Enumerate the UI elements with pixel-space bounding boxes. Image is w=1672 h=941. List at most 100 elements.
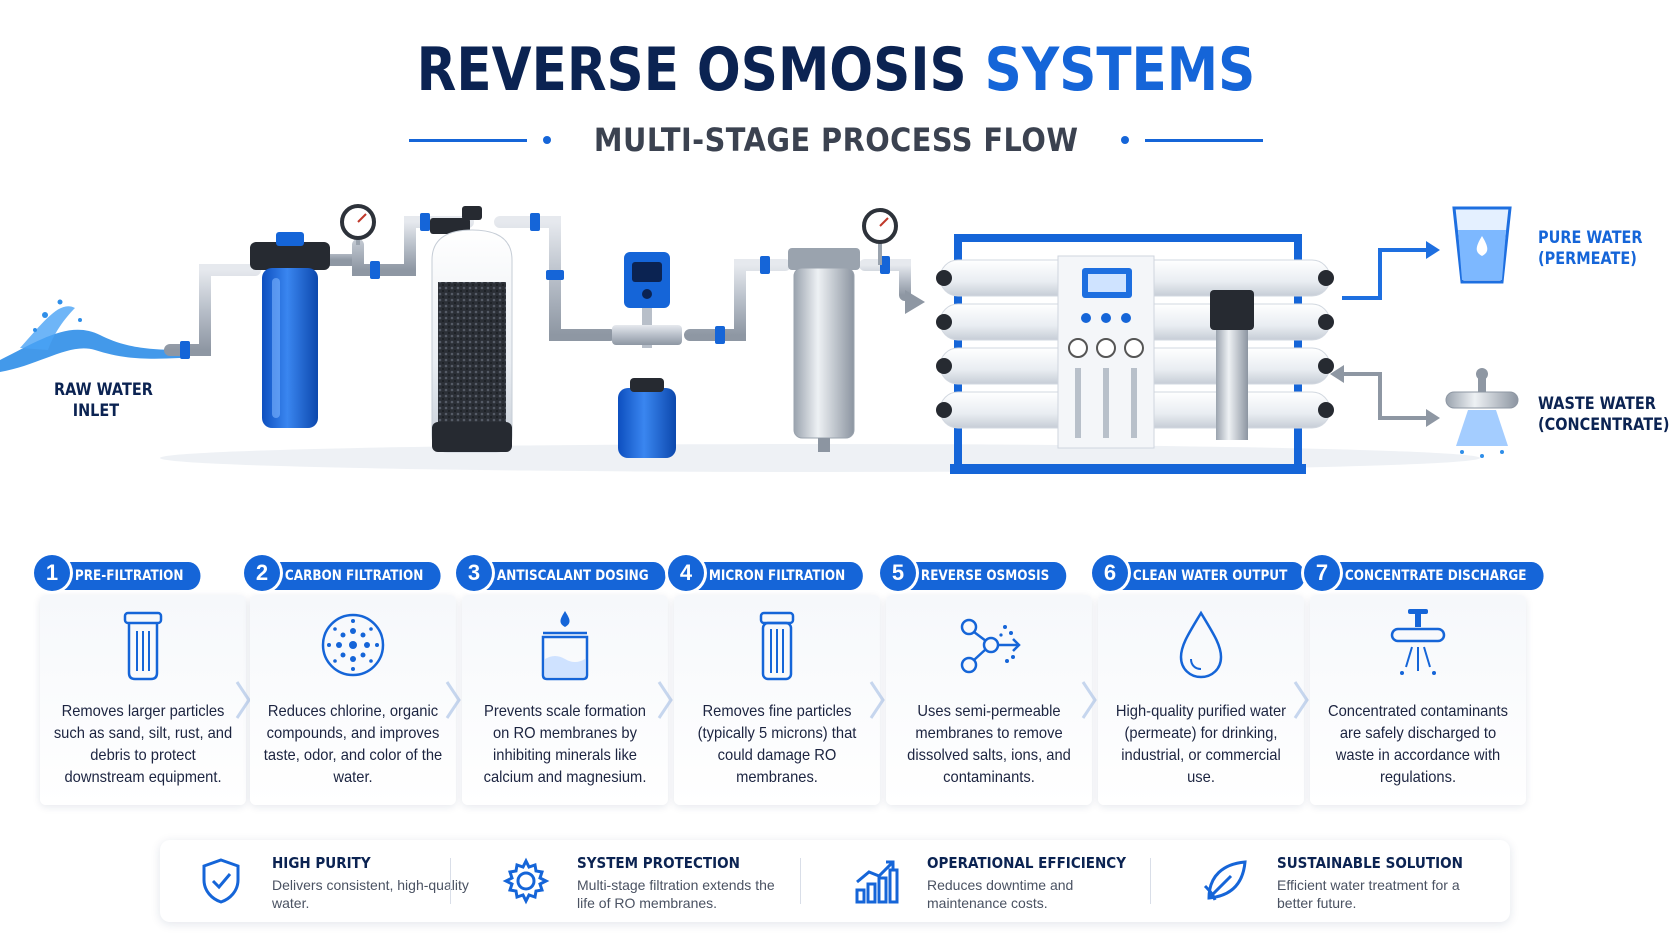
step-number: 3 — [456, 555, 492, 591]
title-part-1: REVERSE OSMOSIS — [416, 35, 967, 105]
step-description: Prevents scale formation on RO membranes… — [483, 703, 647, 786]
step-4: 4 MICRON FILTRATION Removes fine particl… — [668, 555, 880, 805]
chevron-right-icon — [235, 681, 251, 719]
step-description: Reduces chlorine, organic compounds, and… — [263, 703, 443, 786]
step-title: PRE-FILTRATION — [56, 562, 201, 590]
benefit-title: SUSTAINABLE SOLUTION — [1277, 854, 1463, 872]
benefit-text: Reduces downtime and maintenance costs. — [927, 877, 1074, 911]
process-diagram — [0, 204, 1519, 474]
step-description: Concentrated contaminants are safely dis… — [1327, 703, 1509, 786]
concentrate-arrow — [1342, 372, 1428, 420]
subtitle-dot-left — [542, 136, 551, 144]
title-part-2: SYSTEMS — [984, 35, 1256, 105]
subtitle-rule-right — [1145, 138, 1264, 142]
step-number: 6 — [1092, 555, 1128, 591]
inlet-arrow — [905, 290, 925, 314]
chevron-right-icon — [445, 681, 461, 719]
subtitle-row: MULTI-STAGE PROCESS FLOW — [0, 118, 1672, 162]
page-subtitle: MULTI-STAGE PROCESS FLOW — [593, 121, 1079, 159]
waste-outlet-icon — [1445, 368, 1519, 458]
step-7: 7 CONCENTRATE DISCHARGE Concentrated con… — [1304, 555, 1544, 805]
filter-housing-icon — [123, 611, 163, 681]
benefit-title: SYSTEM PROTECTION — [577, 854, 740, 872]
benefit-sustainable-solution: SUSTAINABLE SOLUTION Efficient water tre… — [1165, 840, 1495, 922]
inlet-label-line-1: RAW WATER — [54, 380, 153, 400]
step-2: 2 CARBON FILTRATION Reduces chlorine, or… — [244, 555, 456, 805]
step-title: REVERSE OSMOSIS — [902, 562, 1067, 590]
step-6: 6 CLEAN WATER OUTPUT High-quality purifi… — [1092, 555, 1305, 805]
dosing-beaker-icon — [541, 611, 589, 681]
benefit-operational-efficiency: OPERATIONAL EFFICIENCY Reduces downtime … — [815, 840, 1145, 922]
process-steps: 1 PRE-FILTRATION Removes larger particle… — [34, 555, 1640, 805]
benefit-title: OPERATIONAL EFFICIENCY — [927, 854, 1126, 872]
chevron-right-icon — [1293, 681, 1309, 719]
chevron-right-icon — [1081, 681, 1097, 719]
benefit-divider — [800, 858, 801, 904]
water-glass-icon — [1452, 206, 1512, 284]
cartridge-filter-icon — [759, 611, 795, 681]
benefit-divider — [450, 858, 451, 904]
permeate-arrow — [1342, 248, 1428, 300]
antiscalant-dosing-unit — [612, 252, 682, 458]
step-card — [40, 595, 246, 805]
pure-label-line-1: PURE WATER — [1538, 228, 1643, 248]
pre-filter-housing — [250, 232, 330, 428]
benefit-text: Delivers consistent, high-quality water. — [272, 877, 469, 911]
step-title: MICRON FILTRATION — [690, 562, 863, 590]
reverse-osmosis-skid — [936, 234, 1334, 474]
pure-label-line-2: (PERMEATE) — [1538, 249, 1637, 269]
step-description: Removes larger particles such as sand, s… — [53, 703, 233, 786]
benefit-title: HIGH PURITY — [272, 854, 371, 872]
waste-water-label: WASTE WATER (CONCENTRATE) — [1538, 394, 1670, 436]
benefit-divider — [1150, 858, 1151, 904]
step-number: 7 — [1304, 555, 1340, 591]
growth-chart-icon — [855, 860, 899, 904]
benefit-text: Efficient water treatment for a better f… — [1277, 877, 1460, 911]
benefits-bar: HIGH PURITY Delivers consistent, high-qu… — [160, 840, 1510, 922]
step-card — [1098, 595, 1304, 805]
benefit-text: Multi-stage filtration extends the life … — [577, 877, 775, 911]
raw-water-splash-icon — [0, 299, 180, 372]
water-drop-icon — [1179, 610, 1223, 679]
step-description: Uses semi-permeable membranes to remove … — [907, 703, 1071, 786]
carbon-granules-icon — [321, 613, 385, 677]
waste-label-line-1: WASTE WATER — [1538, 394, 1656, 414]
chevron-right-icon — [869, 681, 885, 719]
subtitle-dot-right — [1121, 136, 1130, 144]
step-5: 5 REVERSE OSMOSIS Uses semi-permeable me… — [880, 555, 1092, 805]
step-title: CONCENTRATE DISCHARGE — [1326, 562, 1544, 590]
step-description: High-quality purified water (permeate) f… — [1115, 703, 1287, 786]
step-card — [886, 595, 1092, 805]
inlet-label-line-2: INLET — [72, 401, 120, 421]
molecule-membrane-icon — [960, 618, 1021, 674]
discharge-valve-icon — [1390, 609, 1446, 675]
page-title: REVERSE OSMOSIS SYSTEMS — [117, 34, 1555, 106]
benefit-high-purity: HIGH PURITY Delivers consistent, high-qu… — [160, 840, 490, 922]
pipe-couplers — [180, 213, 890, 359]
micron-filter-housing — [788, 248, 860, 452]
waste-label-line-2: (CONCENTRATE) — [1538, 415, 1670, 435]
chevron-right-icon — [657, 681, 673, 719]
step-number: 2 — [244, 555, 280, 591]
step-1: 1 PRE-FILTRATION Removes larger particle… — [34, 555, 246, 805]
pure-water-label: PURE WATER (PERMEATE) — [1538, 228, 1643, 270]
step-title: ANTISCALANT DOSING — [478, 562, 666, 590]
process-illustration: RAW WATER INLET PURE WATER (PERMEATE) WA… — [0, 190, 1672, 510]
raw-water-inlet-label: RAW WATER INLET — [54, 380, 153, 422]
benefit-system-protection: SYSTEM PROTECTION Multi-stage filtration… — [465, 840, 795, 922]
step-number: 5 — [880, 555, 916, 591]
step-description: Removes fine particles (typically 5 micr… — [697, 703, 857, 786]
pressure-gauge-2-icon — [862, 208, 898, 265]
step-3: 3 ANTISCALANT DOSING Prevents scale form… — [456, 555, 668, 805]
shield-icon — [202, 858, 240, 904]
step-title: CARBON FILTRATION — [266, 562, 441, 590]
pressure-gauge-1-icon — [340, 204, 376, 245]
step-number: 4 — [668, 555, 704, 591]
step-number: 1 — [34, 555, 70, 591]
subtitle-rule-left — [408, 138, 527, 142]
carbon-filter-tank — [430, 206, 513, 453]
step-title: CLEAN WATER OUTPUT — [1114, 562, 1305, 590]
leaf-icon — [1203, 860, 1247, 901]
gear-icon — [502, 857, 550, 905]
step-card — [462, 595, 668, 805]
